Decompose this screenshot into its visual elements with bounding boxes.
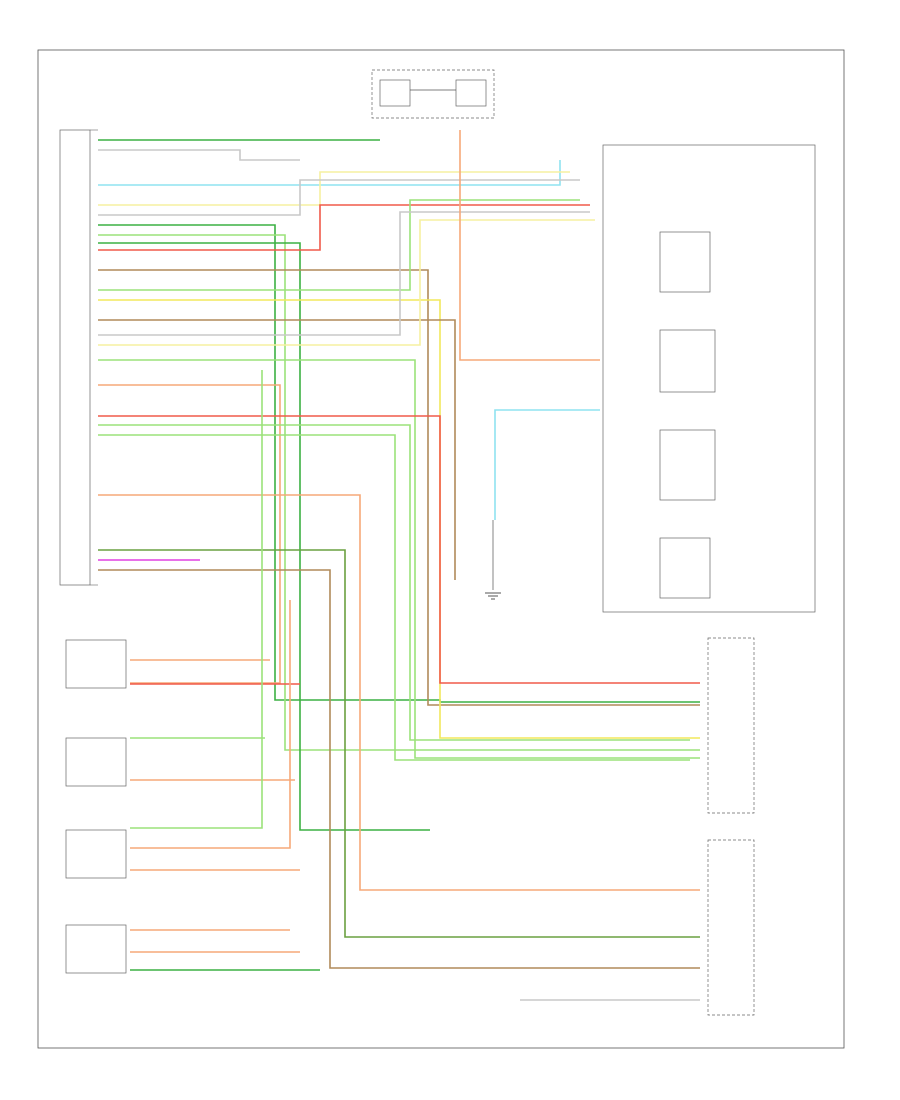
wire-3 xyxy=(98,171,570,206)
wire-10 xyxy=(98,199,580,291)
wires-group xyxy=(98,130,700,1001)
central-junction-box xyxy=(371,69,495,119)
ground-symbol xyxy=(485,520,501,600)
wire-17 xyxy=(98,415,700,684)
wire-23 xyxy=(98,549,700,938)
wire-28 xyxy=(130,370,263,829)
wire-4 xyxy=(98,179,580,216)
wire-12 xyxy=(98,319,456,580)
wire-18 xyxy=(98,424,690,741)
wire-7 xyxy=(98,242,430,831)
wire-1 xyxy=(98,149,300,161)
wire-2 xyxy=(98,160,561,186)
wire-6 xyxy=(98,234,700,751)
wire-35 xyxy=(494,409,600,520)
wire-13 xyxy=(98,211,590,336)
wire-22 xyxy=(98,569,700,969)
wire-19 xyxy=(98,434,690,761)
wire-11 xyxy=(98,299,700,739)
wire-29 xyxy=(130,600,291,849)
wire-9 xyxy=(98,269,700,706)
diagram-frame xyxy=(37,49,845,1049)
wire-15 xyxy=(98,359,700,759)
wire-20 xyxy=(98,494,700,891)
memory-seat-switch xyxy=(602,144,816,613)
seat-position-sensors xyxy=(65,639,127,974)
wire-14 xyxy=(98,219,595,346)
driver-power-seat-switch xyxy=(707,637,755,1016)
driver-seat-module xyxy=(59,129,98,586)
wire-8 xyxy=(98,204,590,251)
wire-16 xyxy=(98,384,281,684)
wire-5 xyxy=(98,224,700,703)
wire-34 xyxy=(459,130,600,361)
